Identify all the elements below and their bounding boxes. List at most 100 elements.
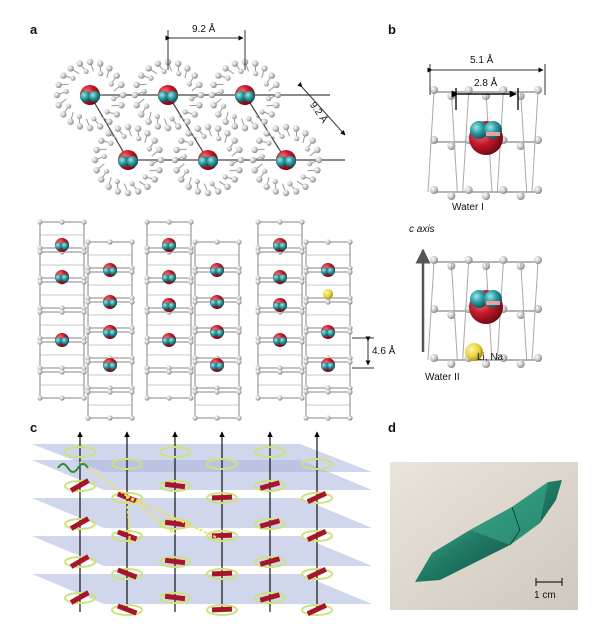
cage-atom (303, 265, 309, 271)
cage-atom (447, 311, 456, 319)
cage-atom (238, 68, 244, 74)
cage-bond (462, 261, 470, 361)
cage-atom (70, 75, 76, 81)
ring (254, 556, 286, 568)
cage-atom (325, 299, 331, 305)
cage-atom (85, 325, 91, 331)
cage-atom (303, 299, 309, 305)
cage-atom (255, 245, 261, 251)
cage-atom (534, 305, 542, 313)
cage-atom (236, 239, 242, 245)
cage-atom (236, 329, 242, 335)
cage-atom (279, 133, 285, 139)
ion-label: Li, Na (477, 352, 504, 363)
cage-atom (236, 269, 242, 275)
cage-atom (156, 146, 163, 154)
cage-atom (107, 385, 113, 391)
cage-atom (81, 335, 87, 341)
cage-atom (347, 355, 353, 361)
cage-atom (173, 166, 180, 174)
cage-atom (272, 178, 278, 185)
cage-atom (188, 369, 194, 375)
hydrogen-atom (127, 156, 138, 167)
hydrogen-atom (55, 274, 63, 282)
hydrogen-atom (279, 274, 287, 282)
hydrogen-atom (109, 267, 117, 275)
cage-atom (81, 305, 87, 311)
cage-atom (516, 142, 525, 150)
cage-atom (214, 239, 220, 245)
cage-atom (133, 81, 140, 89)
ring (301, 492, 333, 504)
cage-atom (85, 415, 91, 421)
cage-atom (255, 279, 261, 285)
cage-atom (325, 415, 331, 421)
cage-atom (138, 72, 145, 79)
cage-atom (55, 81, 62, 89)
outer-width-label: 5.1 Å (470, 55, 494, 66)
cage-atom (85, 239, 91, 245)
dipole-arrow (306, 529, 327, 543)
hydrogen-atom (158, 91, 169, 102)
cage-atom (236, 385, 242, 391)
cage-atom (108, 140, 114, 146)
cage-atom (255, 369, 261, 375)
hydrogen-atom (327, 329, 335, 337)
panel-letter-b: b (388, 22, 396, 37)
hydrogen-atom (207, 156, 218, 167)
water-molecule (273, 298, 287, 312)
hydrogen-atom (321, 267, 329, 275)
dipole-arrow (306, 491, 327, 505)
cage-atom (154, 123, 162, 130)
cage-atom (93, 166, 100, 174)
cage-bond (520, 91, 528, 193)
cage-atom (192, 299, 198, 305)
cage-atom (192, 359, 198, 365)
cage-atom (154, 60, 162, 67)
cage-atom (263, 183, 270, 190)
cage-atom (214, 389, 220, 395)
cage-ring (53, 58, 127, 132)
cage-atom (141, 88, 147, 95)
cage-atom (144, 183, 151, 190)
cage-atom (268, 111, 275, 118)
cage-atom (178, 176, 185, 183)
dipole-arrow (164, 519, 186, 528)
cage-ring (249, 123, 323, 197)
hydrogen-bond (486, 132, 500, 136)
cage-atom (60, 72, 67, 79)
cage-ring (91, 123, 165, 197)
hydrogen-atom (279, 302, 287, 310)
cage-atom (166, 369, 172, 375)
cage-atom (255, 275, 261, 281)
water-molecule (235, 85, 255, 105)
cage-atom (534, 256, 542, 264)
stack-spacing-label: 4.6 Å (372, 346, 396, 357)
cage-atom (129, 239, 135, 245)
hydrogen-atom (327, 267, 335, 275)
dipole-arrow (164, 557, 186, 566)
water-molecule (210, 325, 224, 339)
cage-atom (81, 249, 87, 255)
cage-atom (314, 146, 321, 154)
cage-atom (236, 146, 243, 154)
cage-atom (214, 188, 222, 195)
cage-atom (37, 365, 43, 371)
cage-atom (218, 88, 224, 95)
hydrogen-atom (210, 329, 218, 337)
cage-atom (188, 245, 194, 251)
cage-atom (129, 299, 135, 305)
cage-atom (246, 116, 252, 122)
cage-atom (307, 160, 313, 167)
cage-atom (214, 385, 220, 391)
cage-atom (188, 365, 194, 371)
hydrogen-atom (198, 156, 209, 167)
cage-atom (204, 189, 212, 197)
cage-atom (174, 60, 182, 67)
cage-atom (53, 91, 61, 99)
cage-atom (81, 395, 87, 401)
scale-bar (535, 578, 563, 586)
cage-atom (299, 245, 305, 251)
cage-atom (231, 123, 239, 130)
dipole-arrow (211, 606, 233, 613)
